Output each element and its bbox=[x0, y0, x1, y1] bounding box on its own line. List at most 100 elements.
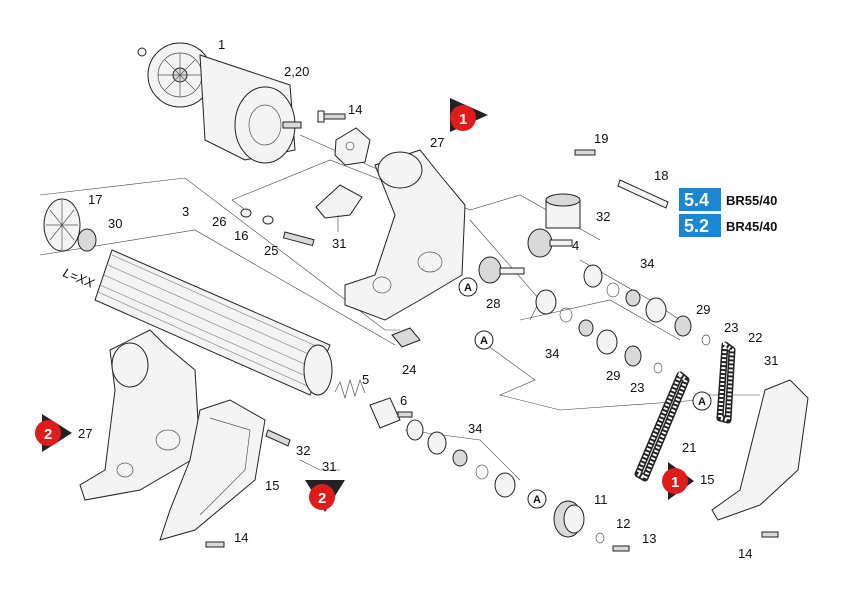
bracket-31-top bbox=[315, 184, 363, 232]
label-part-15-bottom: 15 bbox=[265, 478, 279, 493]
bearing-set-34-middle bbox=[535, 289, 618, 355]
motor-fan bbox=[137, 42, 213, 108]
belt-22 bbox=[716, 341, 736, 424]
grease-tin bbox=[545, 193, 581, 229]
label-part-24: 24 bbox=[402, 362, 416, 377]
length-note: L=XX bbox=[61, 265, 98, 291]
label-part-25: 25 bbox=[264, 243, 278, 258]
label-part-14-bottom-right: 14 bbox=[738, 546, 752, 561]
marker-1-top: 1 bbox=[450, 98, 488, 132]
svg-text:BR45/40: BR45/40 bbox=[726, 219, 777, 234]
label-part-2-20: 2,20 bbox=[284, 64, 309, 79]
label-part-15-right: 15 bbox=[700, 472, 714, 487]
screw-19 bbox=[574, 149, 596, 156]
label-part-6: 6 bbox=[400, 393, 407, 408]
label-part-29-top: 29 bbox=[696, 302, 710, 317]
label-part-31-bottom: 31 bbox=[322, 459, 336, 474]
screw-25 bbox=[282, 231, 315, 247]
label-part-27-bottom: 27 bbox=[78, 426, 92, 441]
cover-15-right bbox=[711, 379, 809, 521]
label-part-13: 13 bbox=[642, 531, 656, 546]
label-part-16: 16 bbox=[234, 228, 248, 243]
svg-text:2: 2 bbox=[318, 490, 326, 507]
svg-text:5.2: 5.2 bbox=[684, 216, 709, 236]
label-part-27-top: 27 bbox=[430, 135, 444, 150]
brush-roller bbox=[94, 249, 333, 396]
washer-26 bbox=[240, 208, 252, 218]
label-part-22: 22 bbox=[748, 330, 762, 345]
bearing-30 bbox=[77, 228, 97, 252]
svg-text:5.4: 5.4 bbox=[684, 190, 709, 210]
label-part-14-top: 14 bbox=[348, 102, 362, 117]
screw-13 bbox=[612, 545, 630, 552]
badge-br55-40: 5.4 BR55/40 bbox=[679, 188, 777, 211]
ref-a-markers: A A A A bbox=[458, 277, 712, 509]
coupling bbox=[369, 397, 413, 429]
screw-14-bottom-right bbox=[761, 531, 779, 538]
svg-text:A: A bbox=[698, 396, 706, 408]
screw-14-top bbox=[317, 110, 346, 123]
adapter-plate bbox=[334, 127, 371, 166]
label-part-28: 28 bbox=[486, 296, 500, 311]
label-part-31-top: 31 bbox=[332, 236, 346, 251]
label-part-34-middle: 34 bbox=[545, 346, 559, 361]
svg-text:BR55/40: BR55/40 bbox=[726, 193, 777, 208]
ref-a-2: A bbox=[474, 330, 494, 350]
label-part-32-top: 32 bbox=[596, 209, 610, 224]
svg-text:1: 1 bbox=[671, 474, 679, 491]
label-part-17: 17 bbox=[88, 192, 102, 207]
ref-a-4: A bbox=[527, 489, 547, 509]
bearing-set-34-top bbox=[583, 264, 667, 323]
marker-2-bottom: 2 bbox=[305, 480, 345, 512]
label-part-23-bottom: 23 bbox=[630, 380, 644, 395]
label-part-14-bottom-left: 14 bbox=[234, 530, 248, 545]
label-part-12: 12 bbox=[616, 516, 630, 531]
label-part-21: 21 bbox=[682, 440, 696, 455]
pinion-4 bbox=[527, 228, 573, 258]
marker-1-right: 1 bbox=[662, 462, 694, 500]
belt-21 bbox=[634, 371, 690, 482]
drive-wheel-11 bbox=[553, 500, 585, 538]
svg-text:A: A bbox=[480, 335, 488, 347]
label-part-19: 19 bbox=[594, 131, 608, 146]
svg-text:A: A bbox=[533, 494, 541, 506]
brush-end-cap bbox=[43, 198, 81, 252]
label-part-11: 11 bbox=[594, 492, 608, 507]
svg-text:2: 2 bbox=[44, 426, 52, 443]
label-part-4: 4 bbox=[572, 238, 579, 253]
part-labels: 1 2,20 14 27 19 18 3 17 30 26 16 25 31 3… bbox=[61, 37, 779, 561]
label-part-18: 18 bbox=[654, 168, 668, 183]
label-part-5: 5 bbox=[362, 372, 369, 387]
label-part-3: 3 bbox=[182, 204, 189, 219]
gear-housing-27-top bbox=[344, 149, 466, 321]
pinion-28 bbox=[478, 256, 525, 284]
gear-29-top bbox=[674, 315, 692, 337]
label-part-31-right: 31 bbox=[764, 353, 778, 368]
motor bbox=[199, 54, 302, 164]
gear-29-bottom bbox=[624, 345, 642, 367]
svg-text:A: A bbox=[464, 282, 472, 294]
clip-24 bbox=[391, 327, 421, 348]
label-part-30: 30 bbox=[108, 216, 122, 231]
badge-br45-40: 5.2 BR45/40 bbox=[679, 214, 777, 237]
cover-15-bottom bbox=[159, 399, 266, 541]
bearing-set-34-bottom bbox=[406, 419, 516, 498]
gear-housing-27-bottom bbox=[79, 329, 201, 501]
label-part-34-bottom: 34 bbox=[468, 421, 482, 436]
washer-16 bbox=[262, 215, 274, 225]
ref-a-3: A bbox=[692, 391, 712, 411]
pin-32-bottom bbox=[265, 429, 291, 447]
svg-text:1: 1 bbox=[459, 111, 467, 128]
label-part-23-top: 23 bbox=[724, 320, 738, 335]
spring bbox=[334, 378, 366, 400]
washer-23-bottom bbox=[653, 362, 663, 374]
label-part-1: 1 bbox=[218, 37, 225, 52]
screw-14-bottom-left bbox=[205, 541, 225, 548]
label-part-34-top: 34 bbox=[640, 256, 654, 271]
washer-23-top bbox=[701, 334, 711, 346]
label-part-32-bottom: 32 bbox=[296, 443, 310, 458]
ref-a-1: A bbox=[458, 277, 478, 297]
washer-12 bbox=[595, 532, 605, 544]
label-part-29-bottom: 29 bbox=[606, 368, 620, 383]
